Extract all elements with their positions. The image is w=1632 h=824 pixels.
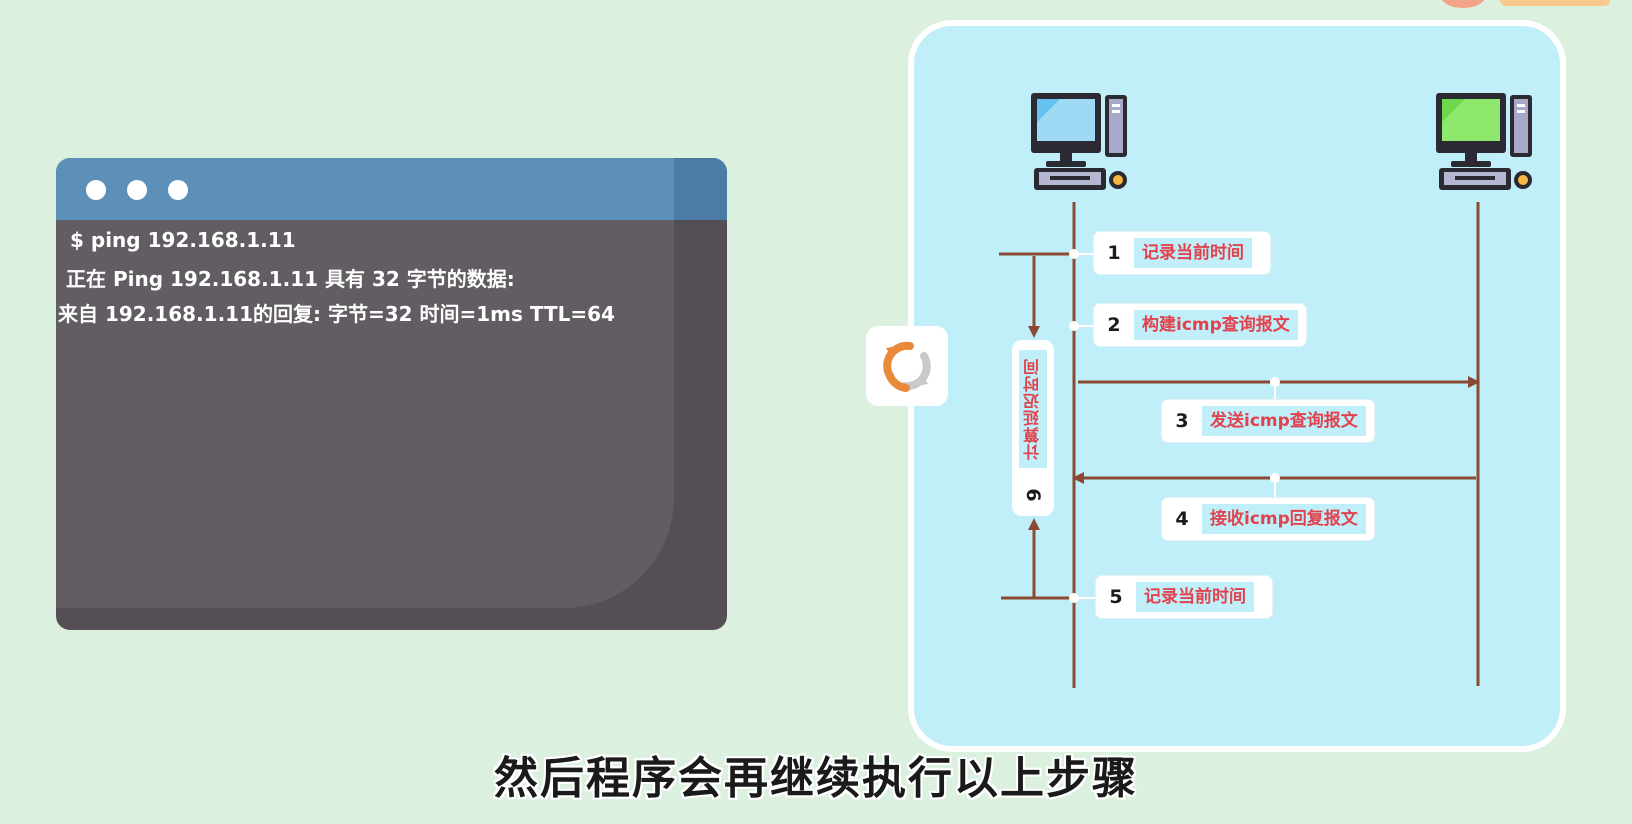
- logo-fragment-text: [1500, 0, 1610, 6]
- step-4-label: 接收icmp回复报文: [1202, 504, 1366, 534]
- terminal-output-line: 来自 192.168.1.11的回复: 字节=32 时间=1ms TTL=64: [58, 302, 615, 326]
- step-4-number: 4: [1175, 508, 1189, 530]
- terminal-window: $ ping 192.168.1.11 正在 Ping 192.168.1.11…: [56, 158, 727, 630]
- step-1-label: 记录当前时间: [1134, 238, 1252, 268]
- step-3-label: 发送icmp查询报文: [1202, 406, 1366, 436]
- terminal-title-bar-accent: [674, 158, 727, 220]
- refresh-cycle-icon: [883, 341, 931, 392]
- logo-fragment: [1440, 0, 1486, 8]
- step-5-box: 5 记录当前时间: [1096, 576, 1272, 618]
- refresh-tile[interactable]: [866, 326, 948, 406]
- step-5-label: 记录当前时间: [1136, 582, 1254, 612]
- step-2-box: 2 构建icmp查询报文: [1094, 304, 1306, 346]
- step-4-box: 4 接收icmp回复报文: [1162, 498, 1374, 540]
- step-1-box: 1 记录当前时间: [1094, 232, 1270, 274]
- terminal-output-line: 正在 Ping 192.168.1.11 具有 32 字节的数据:: [66, 267, 515, 291]
- step-6-label: 计算延迟时间: [1019, 350, 1047, 468]
- window-dot-icon[interactable]: [168, 180, 188, 200]
- terminal-body: [56, 220, 674, 608]
- step-1-number: 1: [1107, 242, 1121, 264]
- terminal-title-bar: [56, 158, 727, 220]
- window-dot-icon[interactable]: [86, 180, 106, 200]
- step-3-box: 3 发送icmp查询报文: [1162, 400, 1374, 442]
- step-3-number: 3: [1175, 410, 1189, 432]
- step-5-number: 5: [1109, 586, 1123, 608]
- video-subtitle: 然后程序会再继续执行以上步骤: [494, 753, 1138, 804]
- window-dot-icon[interactable]: [127, 180, 147, 200]
- step-2-label: 构建icmp查询报文: [1134, 310, 1298, 340]
- step-6-number: 6: [1022, 488, 1044, 502]
- step-6-box: 计算延迟时间 6: [1012, 340, 1054, 516]
- terminal-command-line: $ ping 192.168.1.11: [70, 228, 296, 252]
- desktop-computer-green-screen-icon: [1436, 93, 1532, 190]
- desktop-computer-blue-screen-icon: [1031, 93, 1127, 190]
- step-2-number: 2: [1107, 314, 1121, 336]
